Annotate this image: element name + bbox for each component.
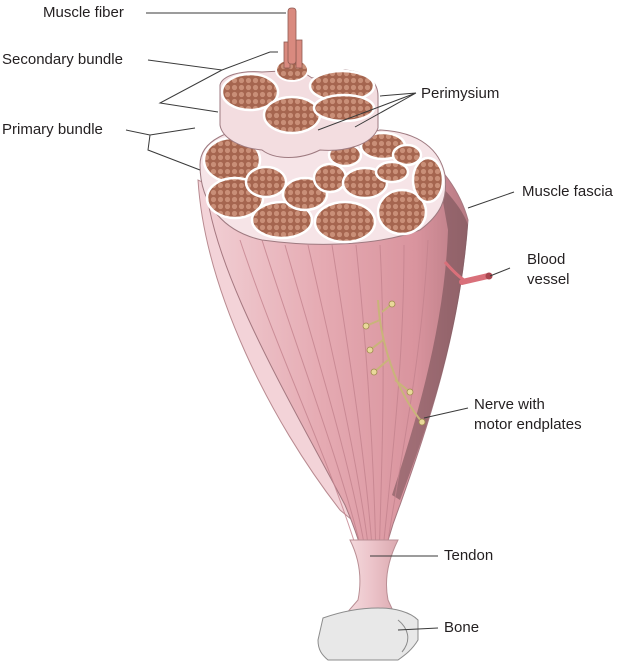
secondary-bundles xyxy=(220,69,376,135)
muscle-fiber-bundle xyxy=(275,7,309,82)
label-bone: Bone xyxy=(444,619,480,636)
leader-primary-bundle xyxy=(125,127,201,171)
leader-lines xyxy=(125,12,515,631)
label-muscle-fascia: Muscle fascia xyxy=(522,183,613,200)
label-nerve-line2: motor endplates xyxy=(474,416,582,433)
leader-blood-vessel xyxy=(489,267,511,277)
leader-muscle-fascia xyxy=(467,191,515,209)
blood-vessel xyxy=(443,261,493,285)
leader-secondary-bundle xyxy=(147,51,278,113)
bone xyxy=(317,607,419,661)
label-perimysium: Perimysium xyxy=(421,85,500,102)
tendon xyxy=(343,539,399,616)
label-secondary-bundle: Secondary bundle xyxy=(2,51,123,68)
connective-tissue xyxy=(392,185,468,500)
label-nerve-line1: Nerve with xyxy=(474,396,545,413)
leader-nerve xyxy=(423,407,469,419)
muscle-striations xyxy=(239,239,429,561)
label-blood-vessel-line2: vessel xyxy=(527,271,570,288)
label-tendon: Tendon xyxy=(444,547,494,564)
label-primary-bundle: Primary bundle xyxy=(2,121,103,138)
primary-bundles xyxy=(202,131,445,244)
leader-perimysium xyxy=(317,92,417,131)
label-blood-vessel-line1: Blood xyxy=(527,251,566,268)
leader-bone xyxy=(397,627,439,631)
motor-endplates xyxy=(362,300,426,426)
muscle-fiber xyxy=(287,7,297,65)
label-muscle-fiber: Muscle fiber xyxy=(43,4,124,21)
